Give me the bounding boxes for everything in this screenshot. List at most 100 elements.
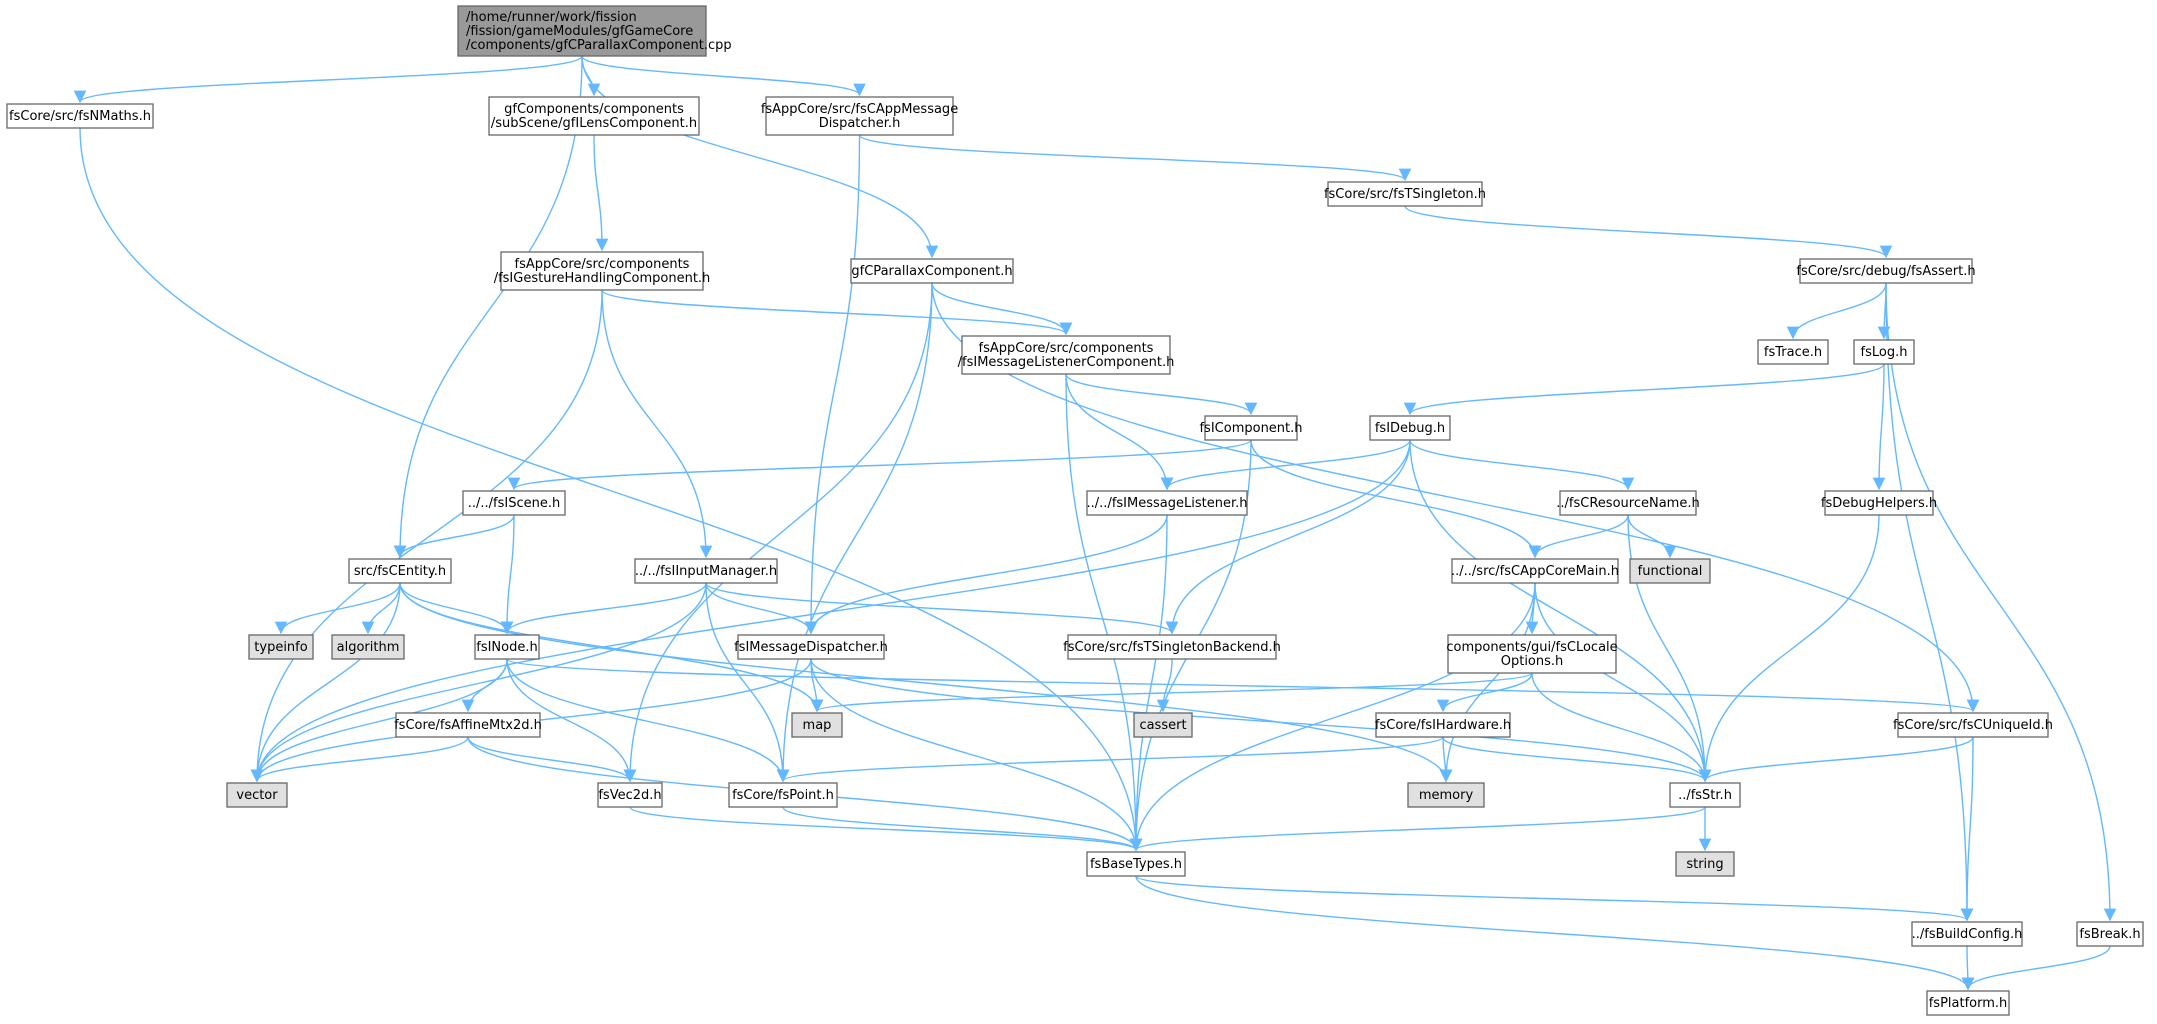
node-box (226, 782, 288, 808)
node-uniqueid[interactable]: fsCore/src/fsCUniqueId.h (1893, 712, 2053, 738)
node-box (961, 335, 1171, 375)
edge-appcoremain-to-str (1534, 582, 1712, 783)
node-label: cassert (1139, 718, 1186, 733)
node-box (1451, 558, 1619, 584)
node-msglistcomp[interactable]: fsAppCore/src/components/fsIMessageListe… (958, 335, 1175, 375)
node-box (1369, 415, 1451, 441)
node-debughelpers[interactable]: fsDebugHelpers.h (1821, 490, 1937, 516)
node-root[interactable]: /home/runner/work/fission/fission/gameMo… (457, 5, 732, 57)
edge-tsingleton-to-assert (1404, 205, 1893, 259)
node-label: /home/runner/work/fission (466, 10, 637, 25)
node-resname[interactable]: ../fsCResourceName.h (1556, 490, 1700, 516)
node-gesture[interactable]: fsAppCore/src/components/fsIGestureHandl… (494, 251, 711, 291)
node-memory: memory (1407, 782, 1485, 808)
node-box (850, 258, 1014, 284)
node-brk[interactable]: fsBreak.h (2076, 921, 2144, 947)
node-str[interactable]: ../fsStr.h (1669, 782, 1741, 808)
node-label: fsIDebug.h (1375, 421, 1445, 436)
edge-inputmgr-to-inode (500, 582, 707, 635)
node-label: fsINode.h (476, 640, 537, 655)
node-label: gfCParallaxComponent.h (851, 264, 1012, 279)
node-box (488, 96, 700, 136)
node-label: string (1686, 857, 1723, 872)
edge-imsgdisp-to-str (810, 658, 1712, 783)
node-msglistener[interactable]: ../../fsIMessageListener.h (1086, 490, 1248, 516)
edge-msglistener-to-basetypes (1129, 514, 1168, 852)
node-assert[interactable]: fsCore/src/debug/fsAssert.h (1796, 258, 1976, 284)
edge-parallax-to-point (776, 282, 933, 783)
node-lens[interactable]: gfComponents/components/subScene/gfILens… (488, 96, 700, 136)
node-label: /subScene/gfILensComponent.h (491, 116, 697, 131)
node-point[interactable]: fsCore/fsPoint.h (728, 782, 838, 808)
node-basetypes[interactable]: fsBaseTypes.h (1086, 851, 1186, 877)
edge-brk-to-platform (1961, 945, 2111, 991)
node-label: fsCore/fsPoint.h (732, 788, 834, 803)
node-label: fsAppCore/src/components (979, 341, 1154, 356)
edge-idebug-to-singletonbackend (1165, 439, 1411, 635)
edge-root-to-centity (393, 55, 583, 559)
node-vec2d[interactable]: fsVec2d.h (597, 782, 663, 808)
node-affine[interactable]: fsCore/fsAffineMtx2d.h (394, 712, 542, 738)
edge-uniqueid-to-str (1698, 736, 1974, 783)
edge-locale-to-ihardware (1436, 672, 1533, 713)
node-box (1067, 634, 1277, 660)
node-algorithm: algorithm (331, 634, 405, 660)
node-buildconfig[interactable]: ../fsBuildConfig.h (1911, 921, 2023, 947)
node-label: components/gui/fsCLocale (1446, 640, 1617, 655)
edge-idebug-to-resname (1409, 439, 1635, 491)
node-centity[interactable]: src/fsCEntity.h (348, 558, 452, 584)
node-inputmgr[interactable]: ../../fsIInputManager.h (634, 558, 778, 584)
node-label: fsCore/src/fsNMaths.h (9, 109, 151, 124)
edge-gesture-to-vector (250, 289, 603, 783)
node-label: memory (1419, 788, 1474, 803)
edge-appcoremain-to-basetypes (1129, 582, 1536, 852)
edge-root-to-appmsg (581, 55, 866, 97)
node-box (1133, 712, 1193, 738)
node-label: /fsIGestureHandlingComponent.h (494, 271, 711, 286)
node-label: ../fsStr.h (1678, 788, 1732, 803)
node-label: Dispatcher.h (819, 116, 901, 131)
node-box (728, 782, 838, 808)
node-log[interactable]: fsLog.h (1853, 339, 1915, 365)
node-box (6, 103, 154, 129)
edge-resname-to-functional (1627, 514, 1677, 559)
node-tsingleton[interactable]: fsCore/src/fsTSingleton.h (1324, 181, 1486, 207)
edge-ihardware-to-memory (1439, 736, 1453, 783)
node-box (2076, 921, 2144, 947)
edge-singletonbackend-to-cassert (1156, 658, 1173, 713)
node-inode[interactable]: fsINode.h (474, 634, 540, 660)
node-trace[interactable]: fsTrace.h (1757, 339, 1829, 365)
edge-iscene-to-centity (393, 514, 515, 559)
edge-idebug-to-str (1409, 439, 1712, 783)
node-ihardware[interactable]: fsCore/fsIHardware.h (1375, 712, 1511, 738)
edge-inode-to-vector (250, 658, 508, 783)
node-label: fsAppCore/src/fsCAppMessage (761, 102, 958, 117)
node-platform[interactable]: fsPlatform.h (1926, 990, 2010, 1016)
node-box (1204, 415, 1298, 441)
edge-parallax-to-vec2d (623, 282, 933, 783)
node-icomponent[interactable]: fsIComponent.h (1199, 415, 1303, 441)
edge-basetypes-to-platform (1135, 875, 1975, 991)
node-nmaths[interactable]: fsCore/src/fsNMaths.h (6, 103, 154, 129)
edge-str-to-basetypes (1130, 806, 1706, 852)
edge-uniqueid-to-buildconfig (1960, 736, 1974, 922)
node-functional: functional (1629, 558, 1711, 584)
node-label: fsDebugHelpers.h (1821, 496, 1937, 511)
node-box (1675, 851, 1735, 877)
node-label: vector (236, 788, 278, 803)
node-appcoremain[interactable]: ../../src/fsCAppCoreMain.h (1451, 558, 1619, 584)
node-idebug[interactable]: fsIDebug.h (1369, 415, 1451, 441)
node-typeinfo: typeinfo (248, 634, 314, 660)
node-label: /fission/gameModules/gfGameCore (466, 24, 693, 39)
node-label: functional (1638, 564, 1703, 579)
node-iscene[interactable]: ../../fsIScene.h (462, 490, 566, 516)
node-parallax[interactable]: gfCParallaxComponent.h (850, 258, 1014, 284)
node-imsgdisp[interactable]: fsIMessageDispatcher.h (734, 634, 888, 660)
edge-msglistcomp-to-basetypes (1065, 373, 1143, 852)
edge-centity-to-inode (399, 582, 514, 635)
node-singletonbackend[interactable]: fsCore/src/fsTSingletonBackend.h (1063, 634, 1281, 660)
edge-gesture-to-inputmgr (601, 289, 713, 559)
edge-buildconfig-to-platform (1961, 945, 1975, 991)
